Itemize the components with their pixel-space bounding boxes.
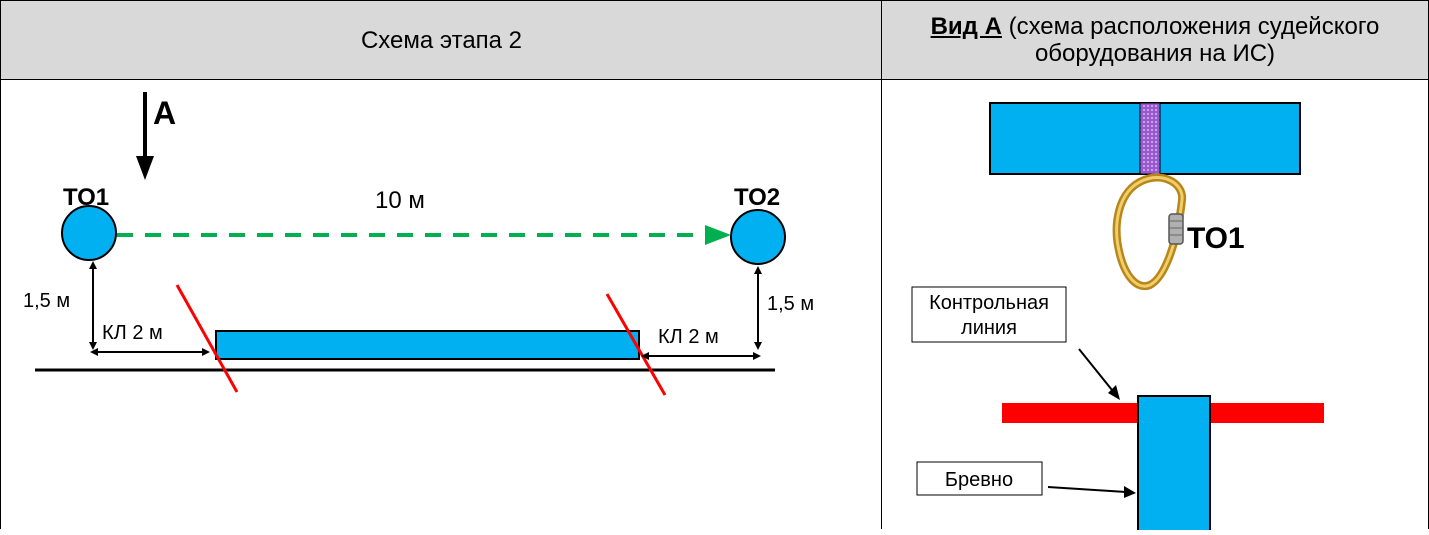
header-left: Схема этапа 2 <box>0 0 882 80</box>
control-line-pointer <box>1078 348 1117 396</box>
to2-circle <box>730 209 786 265</box>
stage-diagram-cell: А ТО1 ТО2 10 м 1,5 м 1,5 м <box>0 79 882 529</box>
distance-dashed-arrow <box>117 225 731 245</box>
arrow-a-label: А <box>153 95 176 131</box>
control-line-callout <box>911 286 1067 343</box>
stage-diagram: А ТО1 ТО2 10 м 1,5 м 1,5 м <box>23 92 814 396</box>
header-right: Вид А (схема расположения судейского обо… <box>881 0 1429 80</box>
header-left-title: Схема этапа 2 <box>360 26 523 54</box>
view-a-diagram: ТО1 Контрольная линия Бревно <box>911 102 1324 535</box>
control-line-pointer-head <box>1108 385 1120 400</box>
height-right-label: 1,5 м <box>767 293 814 315</box>
view-a-cell: ТО1 Контрольная линия Бревно <box>881 79 1429 535</box>
header-right-title: Вид А (схема расположения судейского обо… <box>892 13 1418 67</box>
view-a-log <box>1137 395 1211 535</box>
carabiner-label: ТО1 <box>1187 222 1245 255</box>
carabiner-icon <box>1112 173 1187 291</box>
to1-circle <box>61 205 117 261</box>
log-pointer <box>1047 486 1127 493</box>
control-line-label-1: Контрольная <box>929 292 1049 314</box>
control-line-label-2: линия <box>961 317 1017 339</box>
control-line-right <box>605 293 667 396</box>
log-label: Бревно <box>945 469 1013 491</box>
control-line-left <box>175 284 239 393</box>
log-pointer-head <box>1124 486 1136 498</box>
to2-label: ТО2 <box>734 184 780 211</box>
height-left-label: 1,5 м <box>23 290 70 312</box>
log-callout <box>916 461 1043 496</box>
log-beam <box>215 330 640 360</box>
view-a-arrow <box>136 92 154 180</box>
sling-loop <box>1139 102 1161 175</box>
header-right-rest: (схема расположения судейского оборудова… <box>1001 13 1380 67</box>
header-right-bold: Вид А <box>930 13 1002 40</box>
kl-left-label: КЛ 2 м <box>102 322 163 344</box>
distance-label: 10 м <box>375 187 425 214</box>
kl-right-label: КЛ 2 м <box>658 326 719 348</box>
